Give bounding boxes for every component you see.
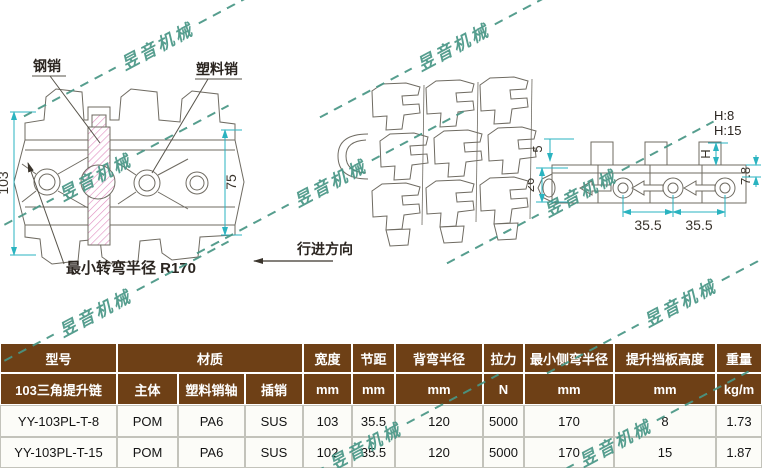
row1-weight: 1.73	[716, 405, 762, 437]
dim-26-label: 26	[528, 178, 537, 192]
row2-pin: PA6	[178, 437, 245, 468]
watermark-dash	[494, 0, 587, 25]
isometric-view-drawing: 行进方向	[253, 76, 537, 264]
unit-pitch: mm	[352, 373, 395, 405]
dimension-pitch: 35.5 35.5	[622, 195, 726, 233]
unit-weight: kg/m	[716, 373, 762, 405]
dim-75-label: 75	[223, 174, 239, 190]
steel-pin-hatched	[80, 114, 116, 246]
unit-width: mm	[303, 373, 352, 405]
col-header-tension: 拉力	[483, 343, 524, 373]
dim-h-label: H	[698, 149, 713, 158]
subcol-pin: 塑料销轴	[178, 373, 245, 405]
dim-103-label: 103	[0, 171, 11, 195]
unit-backbend: mm	[395, 373, 483, 405]
row2-model: YY-103PL-T-15	[0, 437, 117, 468]
row2-sidebend: 170	[524, 437, 614, 468]
row2-flight: 15	[614, 437, 716, 468]
subcol-insert: 插销	[245, 373, 303, 405]
chain-end-cap	[337, 133, 369, 180]
dim-78-label: 7.8	[738, 167, 753, 185]
col-header-weight: 重量	[716, 343, 762, 373]
watermark-text: 昱音机械	[641, 276, 721, 331]
h-option-8-label: H:8	[714, 108, 734, 123]
dimension-78: 7.8	[738, 155, 761, 187]
row2-body: POM	[117, 437, 178, 468]
travel-direction-label: 行进方向	[296, 241, 353, 257]
row2-weight: 1.87	[716, 437, 762, 468]
front-view-drawing: 103 75 钢销 塑料销 最小转弯半径 R170	[0, 58, 245, 277]
steel-pin-label: 钢销	[33, 58, 61, 74]
unit-sidebend: mm	[524, 373, 614, 405]
row1-body: POM	[117, 405, 178, 437]
chain-modules	[371, 76, 537, 247]
watermark-dash	[198, 0, 291, 24]
unit-flight: mm	[614, 373, 716, 405]
dimension-26: 26	[528, 167, 568, 203]
col-header-width: 宽度	[303, 343, 352, 373]
row2-backbend: 120	[395, 437, 483, 468]
col-header-flight: 提升挡板高度	[614, 343, 716, 373]
pitch-2-label: 35.5	[685, 217, 712, 233]
col-header-sidebend: 最小侧弯半径	[524, 343, 614, 373]
pitch-1-label: 35.5	[634, 217, 661, 233]
travel-direction: 行进方向	[253, 241, 353, 264]
row1-pitch: 35.5	[352, 405, 395, 437]
row2-pitch: 35.5	[352, 437, 395, 468]
col-header-pitch: 节距	[352, 343, 395, 373]
series-name: 103三角提升链	[0, 373, 117, 405]
row1-model: YY-103PL-T-8	[0, 405, 117, 437]
row1-tension: 5000	[483, 405, 524, 437]
side-view-drawing: 5 26 H H:8 H:15 7.8	[528, 108, 761, 233]
unit-tension: N	[483, 373, 524, 405]
dimension-75: 75	[221, 129, 242, 236]
row2-tension: 5000	[483, 437, 524, 468]
plastic-pin-label: 塑料销	[196, 61, 238, 77]
row2-insert: SUS	[245, 437, 303, 468]
row1-flight: 8	[614, 405, 716, 437]
spec-table: 型号 材质 宽度 节距 背弯半径 拉力 最小侧弯半径 提升挡板高度 重量 103…	[0, 343, 762, 468]
row2-width: 102	[303, 437, 352, 468]
dimension-5: 5	[530, 138, 574, 162]
min-turn-radius-label: 最小转弯半径 R170	[66, 259, 196, 277]
row1-sidebend: 170	[524, 405, 614, 437]
h-option-15-label: H:15	[714, 123, 741, 138]
row1-backbend: 120	[395, 405, 483, 437]
col-header-material: 材质	[117, 343, 303, 373]
row1-pin: PA6	[178, 405, 245, 437]
row1-insert: SUS	[245, 405, 303, 437]
col-header-backbend: 背弯半径	[395, 343, 483, 373]
dim-5-label: 5	[530, 145, 545, 152]
row1-width: 103	[303, 405, 352, 437]
link-bosses	[33, 168, 209, 197]
subcol-body: 主体	[117, 373, 178, 405]
col-header-model: 型号	[0, 343, 117, 373]
